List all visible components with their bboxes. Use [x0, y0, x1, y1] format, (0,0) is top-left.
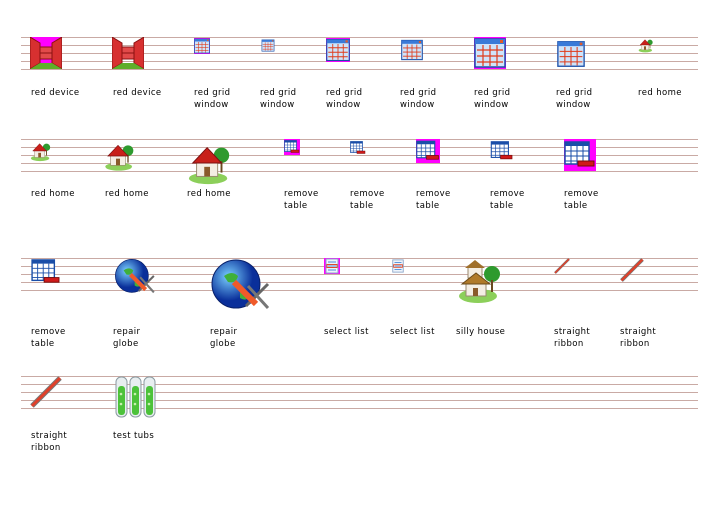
- red-home-icon[interactable]: [30, 140, 52, 162]
- icon-label: red grid window: [194, 88, 231, 110]
- icon-label: repair globe: [113, 327, 141, 349]
- straight-ribbon-icon[interactable]: [30, 376, 62, 408]
- red-grid-window-icon[interactable]: [326, 38, 350, 62]
- red-device-icon[interactable]: [30, 37, 62, 69]
- straight-ribbon-icon[interactable]: [620, 258, 644, 282]
- icon-label: red home: [105, 189, 149, 199]
- icon-label: remove table: [490, 189, 525, 211]
- select-list-icon[interactable]: [390, 259, 406, 273]
- icon-label: red home: [187, 189, 231, 199]
- icon-label: red grid window: [400, 88, 437, 110]
- red-home-icon[interactable]: [186, 140, 234, 186]
- remove-table-icon[interactable]: [350, 141, 366, 155]
- icon-label: remove table: [416, 189, 451, 211]
- repair-globe-icon[interactable]: [210, 258, 274, 322]
- icon-label: remove table: [564, 189, 599, 211]
- remove-table-icon[interactable]: [416, 139, 440, 163]
- remove-table-icon[interactable]: [284, 139, 300, 155]
- remove-table-icon[interactable]: [30, 259, 62, 285]
- guide-line: [21, 61, 698, 62]
- guide-line: [21, 45, 698, 46]
- guide-line: [21, 155, 698, 156]
- test-tubes-icon[interactable]: [112, 376, 160, 418]
- red-device-icon[interactable]: [112, 37, 144, 69]
- icon-label: straight ribbon: [554, 327, 591, 349]
- icon-label: test tubs: [113, 431, 155, 441]
- icon-label: red device: [31, 88, 80, 98]
- guide-line: [21, 290, 698, 291]
- guide-line: [21, 384, 698, 385]
- guide-line: [21, 376, 698, 377]
- guide-line: [21, 171, 698, 172]
- red-grid-window-icon[interactable]: [260, 39, 276, 52]
- guide-line: [21, 400, 698, 401]
- repair-globe-icon[interactable]: [112, 258, 160, 302]
- guide-line: [21, 258, 698, 259]
- icon-label: remove table: [350, 189, 385, 211]
- guide-line: [21, 163, 698, 164]
- remove-table-icon[interactable]: [564, 139, 596, 171]
- remove-table-icon[interactable]: [490, 141, 514, 161]
- icon-label: remove table: [31, 327, 66, 349]
- icon-label: silly house: [456, 327, 506, 337]
- icon-label: straight ribbon: [620, 327, 657, 349]
- red-home-icon[interactable]: [638, 37, 654, 53]
- guide-line: [21, 139, 698, 140]
- silly-house-icon[interactable]: [458, 258, 502, 304]
- icon-label: straight ribbon: [31, 431, 68, 453]
- icon-label: red home: [638, 88, 682, 98]
- red-grid-window-icon[interactable]: [400, 39, 424, 61]
- guide-line: [21, 392, 698, 393]
- icon-label: red grid window: [260, 88, 297, 110]
- guide-line: [21, 53, 698, 54]
- icon-label: red grid window: [474, 88, 511, 110]
- icon-label: red grid window: [326, 88, 363, 110]
- icon-label: red device: [113, 88, 162, 98]
- guide-line: [21, 69, 698, 70]
- select-list-icon[interactable]: [324, 258, 340, 274]
- guide-line: [21, 266, 698, 267]
- guide-line: [21, 37, 698, 38]
- icon-label: select list: [324, 327, 369, 337]
- red-grid-window-icon[interactable]: [194, 38, 210, 54]
- icon-label: red home: [31, 189, 75, 199]
- guide-line: [21, 274, 698, 275]
- icon-label: repair globe: [210, 327, 238, 349]
- icon-label: red grid window: [556, 88, 593, 110]
- straight-ribbon-icon[interactable]: [554, 258, 570, 274]
- red-grid-window-icon[interactable]: [474, 37, 506, 69]
- icon-label: remove table: [284, 189, 319, 211]
- guide-line: [21, 282, 698, 283]
- guide-line: [21, 408, 698, 409]
- red-grid-window-icon[interactable]: [556, 40, 586, 68]
- red-home-icon[interactable]: [104, 140, 136, 172]
- icon-label: select list: [390, 327, 435, 337]
